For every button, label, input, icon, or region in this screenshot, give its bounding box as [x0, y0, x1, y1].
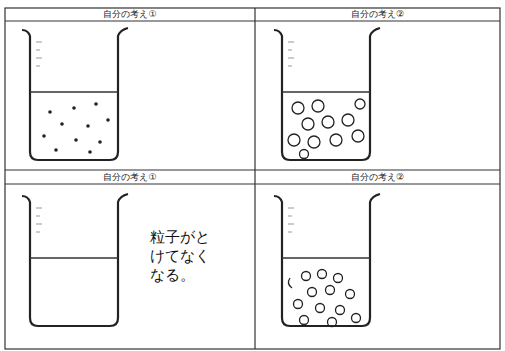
- column-header: 自分の考え②: [255, 171, 500, 183]
- column-header: 自分の考え①: [5, 8, 255, 20]
- column-header: 自分の考え②: [255, 8, 500, 20]
- beaker-dots: [22, 28, 128, 160]
- beaker-dissolved: [22, 194, 128, 326]
- beaker-particles: [274, 28, 380, 160]
- beaker-particles: [274, 194, 380, 327]
- handwritten-note: 粒子がとけてなくなる。: [150, 228, 213, 285]
- column-header: 自分の考え①: [5, 171, 255, 183]
